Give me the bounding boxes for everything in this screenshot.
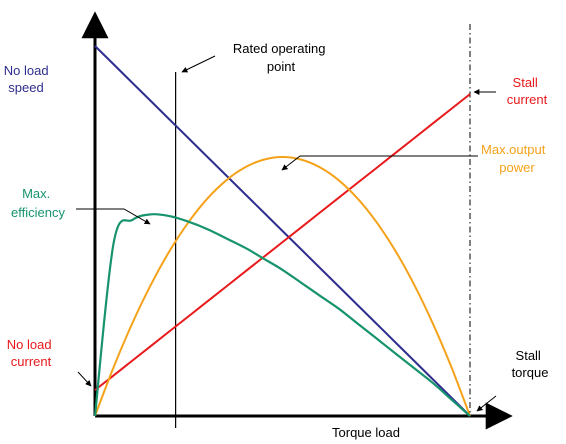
output-power-curve — [94, 155, 471, 417]
stall-torque-label: Stall torque — [512, 348, 549, 380]
max-efficiency-pointer — [76, 208, 151, 225]
x-axis-label: Torque load — [332, 425, 400, 440]
current-curve — [94, 93, 471, 391]
no-load-current-label: No load current — [7, 337, 55, 369]
no-load-speed-label: No load speed — [4, 63, 52, 95]
stall-torque-pointer — [476, 395, 497, 412]
speed-curve — [94, 45, 471, 417]
max-output-power-label: Max.output power — [481, 142, 549, 175]
efficiency-curve — [93, 213, 471, 417]
rated-operating-point-label: Rated operating point — [233, 41, 329, 74]
max-efficiency-label: Max. efficiency — [11, 186, 65, 220]
max-power-pointer — [281, 155, 478, 171]
stall-current-label: Stall current — [507, 75, 548, 107]
no-load-current-pointer — [77, 371, 92, 387]
rated-point-pointer — [181, 55, 216, 73]
